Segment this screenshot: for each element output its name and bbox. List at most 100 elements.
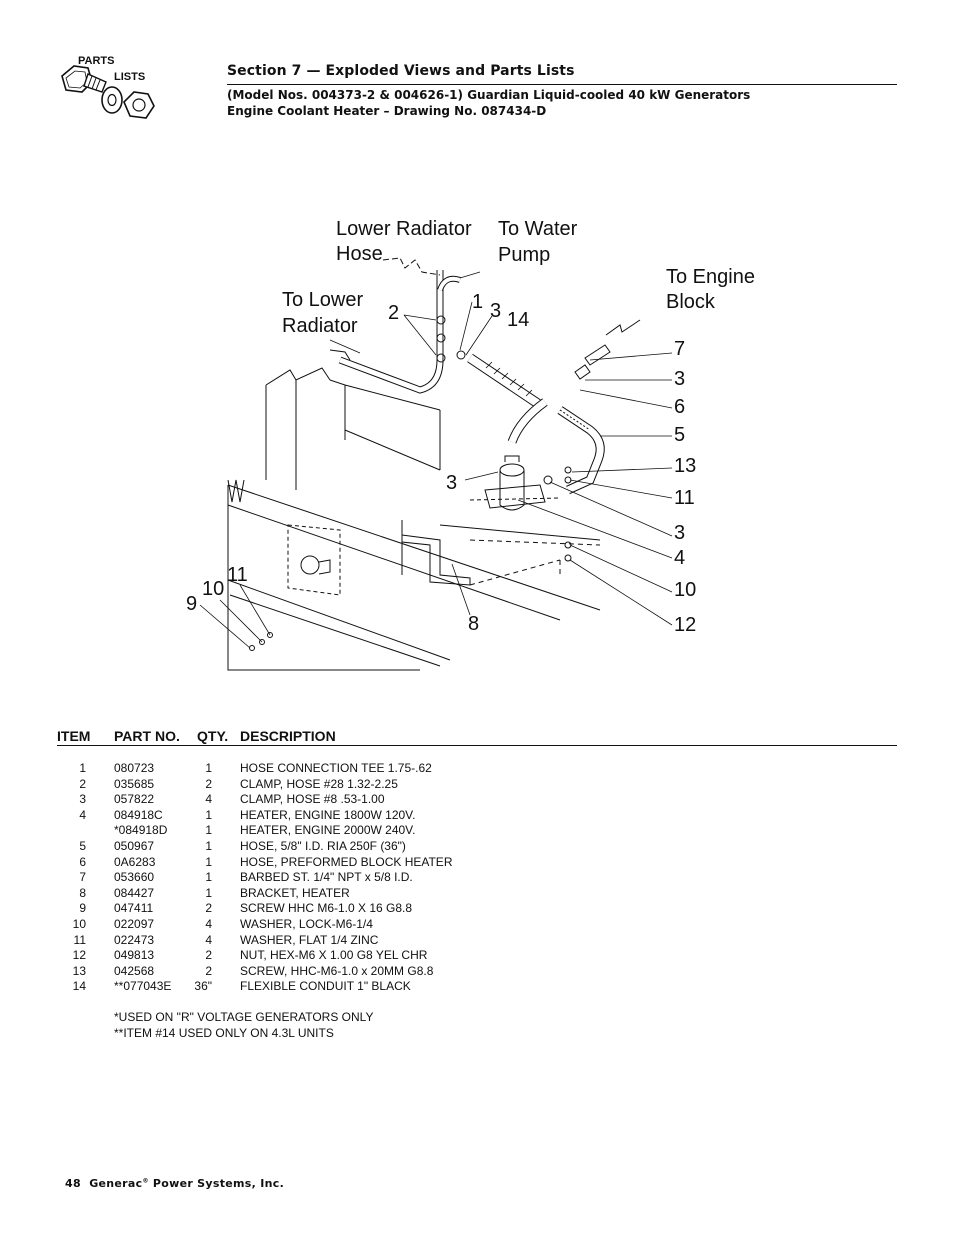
cell-item: 8: [79, 885, 86, 900]
registered-mark: ®: [142, 1177, 149, 1185]
callout-to-lower-radiator-line2: Radiator: [282, 315, 358, 337]
cell-part-no: 053660: [114, 870, 155, 885]
cell-qty: 2: [205, 948, 212, 963]
cell-item: 6: [79, 854, 86, 869]
cell-description: CLAMP, HOSE #28 1.32-2.25: [240, 776, 398, 791]
callout-lower-radiator-hose-line2: Hose: [336, 243, 383, 265]
item-number-13: 13: [674, 455, 697, 477]
callout-to-engine-block-line1: To Engine: [666, 266, 755, 288]
company-suffix: Power Systems, Inc.: [152, 1177, 285, 1190]
parts-list-notes: *USED ON "R" VOLTAGE GENERATORS ONLY **I…: [114, 1010, 373, 1041]
item-number-11: 11: [674, 487, 695, 509]
parts-list-table: 1 080723 1 HOSE CONNECTION TEE 1.75-.62 2 03…: [0, 761, 954, 995]
parts-list-header-rule: [57, 745, 897, 746]
cell-part-no: 049813: [114, 948, 155, 963]
section-title: Section 7 — Exploded Views and Parts Lis…: [227, 63, 575, 79]
item-number-3: 3: [446, 472, 458, 494]
coolant-heater-diagram: [199, 257, 673, 671]
cell-part-no: 080723: [114, 761, 155, 775]
cell-description: HEATER, ENGINE 2000W 240V.: [240, 823, 416, 838]
item-number-3: 3: [674, 522, 686, 544]
callout-lower-radiator-hose-line1: Lower Radiator: [336, 218, 472, 240]
cell-part-no: 022473: [114, 932, 155, 947]
cell-description: HOSE CONNECTION TEE 1.75-.62: [240, 761, 432, 775]
cell-qty: 1: [205, 838, 212, 853]
cell-part-no: 042568: [114, 963, 155, 978]
cell-part-no: 022097: [114, 916, 155, 931]
cell-part-no: 035685: [114, 776, 155, 791]
item-number-4: 4: [674, 547, 686, 569]
page-footer: 48 Generac® Power Systems, Inc.: [65, 1177, 284, 1190]
cell-qty: 4: [205, 792, 212, 807]
cell-part-no: *084918D: [114, 823, 168, 838]
item-number-5: 5: [674, 424, 686, 446]
logo-word-lists: LISTS: [114, 71, 145, 83]
item-number-3: 3: [674, 368, 686, 390]
table-row: *084918D 1 HEATER, ENGINE 2000W 240V.: [0, 823, 954, 839]
cell-qty: 2: [205, 901, 212, 916]
note-item-14: **ITEM #14 USED ONLY ON 4.3L UNITS: [114, 1025, 334, 1040]
item-number-8: 8: [468, 613, 480, 635]
cell-part-no: 050967: [114, 838, 155, 853]
exploded-view-drawing: Lower Radiator Hose To Water Pump To Eng…: [0, 180, 954, 700]
cell-description: SCREW, HHC-M6-1.0 x 20MM G8.8: [240, 963, 434, 978]
header-rule: [227, 84, 897, 85]
cell-description: NUT, HEX-M6 X 1.00 G8 YEL CHR: [240, 948, 428, 963]
cell-item: 1: [79, 761, 86, 775]
table-row: 12 049813 2 NUT, HEX-M6 X 1.00 G8 YEL CHR: [0, 948, 954, 964]
item-number-3: 3: [490, 300, 502, 322]
cell-part-no: 057822: [114, 792, 155, 807]
cell-part-no: **077043E: [114, 979, 172, 994]
cell-qty: 4: [205, 916, 212, 931]
cell-part-no: 0A6283: [114, 854, 156, 869]
logo-word-parts: PARTS: [78, 56, 114, 67]
cell-description: BARBED ST. 1/4" NPT x 5/8 I.D.: [240, 870, 413, 885]
callout-to-lower-radiator-line1: To Lower: [282, 289, 364, 311]
item-number-10: 10: [202, 578, 225, 600]
cell-item: 13: [72, 963, 86, 978]
cell-description: WASHER, LOCK-M6-1/4: [240, 916, 373, 931]
cell-qty: 1: [205, 885, 212, 900]
item-number-10: 10: [674, 579, 697, 601]
cell-description: HOSE, 5/8" I.D. RIA 250F (36"): [240, 838, 406, 853]
table-row: 3 057822 4 CLAMP, HOSE #8 .53-1.00: [0, 792, 954, 808]
cell-qty: 1: [205, 807, 212, 822]
cell-item: 4: [79, 807, 86, 822]
cell-description: HOSE, PREFORMED BLOCK HEATER: [240, 854, 453, 869]
cell-qty: 1: [205, 854, 212, 869]
cell-description: BRACKET, HEATER: [240, 885, 350, 900]
cell-item: 11: [73, 932, 86, 947]
cell-qty: 1: [205, 823, 212, 838]
item-number-12: 12: [674, 614, 697, 636]
table-row: 10 022097 4 WASHER, LOCK-M6-1/4: [0, 917, 954, 933]
table-row: 8 084427 1 BRACKET, HEATER: [0, 886, 954, 902]
item-number-6: 6: [674, 396, 686, 418]
item-number-9: 9: [186, 593, 198, 615]
item-number-11: 11: [227, 564, 248, 586]
callout-to-water-pump-line2: Pump: [498, 244, 551, 266]
cell-item: 9: [79, 901, 86, 916]
cell-item: 12: [72, 948, 86, 963]
cell-description: CLAMP, HOSE #8 .53-1.00: [240, 792, 385, 807]
item-number-14: 14: [507, 309, 530, 331]
column-header-part-no: PART NO.: [114, 728, 180, 744]
item-number-1: 1: [472, 291, 484, 313]
cell-qty: 4: [205, 932, 212, 947]
cell-qty: 2: [205, 963, 212, 978]
cell-item: 3: [79, 792, 86, 807]
parts-lists-logo: PARTS LISTS: [56, 55, 161, 131]
cell-part-no: 084427: [114, 885, 155, 900]
cell-description: HEATER, ENGINE 1800W 120V.: [240, 807, 416, 822]
note-voltage: *USED ON "R" VOLTAGE GENERATORS ONLY: [114, 1010, 374, 1024]
cell-item: 14: [72, 979, 86, 994]
cell-item: 10: [72, 916, 86, 931]
column-header-qty: QTY.: [197, 728, 229, 744]
cell-item: 2: [79, 776, 86, 791]
